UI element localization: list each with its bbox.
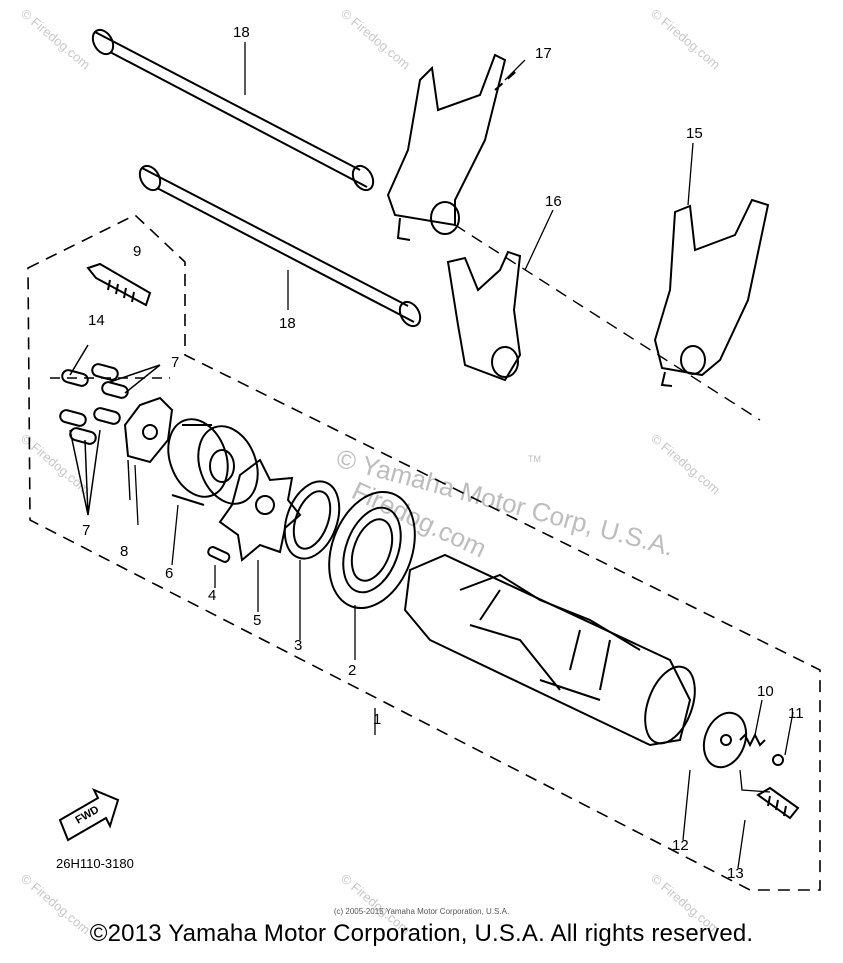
- small-copyright: (c) 2005-2015 Yamaha Motor Corporation, …: [333, 907, 510, 916]
- bearing-2: [328, 490, 416, 610]
- watermark-tile: © Firedog.com: [18, 6, 93, 72]
- shift-fork-15: [653, 198, 770, 387]
- callout-12: 12: [672, 837, 689, 854]
- callout-13: 13: [727, 865, 744, 882]
- part-code: 26H110-3180: [56, 856, 134, 871]
- callout-18: 18: [279, 315, 296, 332]
- callout-10: 10: [757, 683, 774, 700]
- callout-16: 16: [545, 193, 562, 210]
- callout-15: 15: [686, 125, 703, 142]
- segment-6: [167, 418, 259, 506]
- callout-9: 9: [133, 243, 141, 260]
- shift-fork-shaft-upper: [91, 28, 375, 192]
- callout-5: 5: [253, 612, 261, 629]
- callout-2: 2: [348, 662, 356, 679]
- callout-7: 7: [82, 522, 90, 539]
- callout-17: 17: [535, 45, 552, 62]
- callout-4: 4: [208, 587, 216, 604]
- callout-18: 18: [233, 24, 250, 41]
- star-plate-5: [218, 458, 302, 562]
- screw-9: [86, 262, 152, 307]
- pins-lower: [59, 407, 121, 445]
- callout-3: 3: [294, 637, 302, 654]
- callout-7: 7: [171, 354, 179, 371]
- callout-1: 1: [373, 711, 381, 728]
- plate-12: [702, 711, 748, 769]
- shift-fork-shaft-lower: [138, 164, 422, 328]
- spring-10: [739, 732, 766, 748]
- shift-drum-1: [403, 553, 696, 747]
- washer-3: [283, 480, 341, 560]
- watermark-tile: © Firedog.com: [648, 431, 723, 497]
- callout-6: 6: [165, 565, 173, 582]
- pin-4: [207, 546, 231, 563]
- fwd-arrow: FWD: [58, 788, 120, 842]
- footer-copyright: ©2013 Yamaha Motor Corporation, U.S.A. A…: [89, 920, 754, 947]
- watermark-tm: TM: [528, 454, 541, 464]
- shift-fork-17: [386, 53, 521, 241]
- pins-upper: [61, 363, 129, 399]
- callout-14: 14: [88, 312, 105, 329]
- watermark-tile: © Firedog.com: [338, 6, 413, 72]
- callout-8: 8: [120, 543, 128, 560]
- callout-11: 11: [788, 705, 804, 722]
- screw-13: [756, 786, 800, 820]
- shift-fork-16: [446, 224, 761, 421]
- shift-segment-8: [123, 396, 174, 501]
- ball-11: [772, 754, 784, 766]
- watermark-tile: © Firedog.com: [648, 6, 723, 72]
- callout-labels: 1 2 3 4 5 6 7 7 8 9 10 11 12 13 14 15 16…: [82, 24, 804, 882]
- line-art: [27, 28, 821, 891]
